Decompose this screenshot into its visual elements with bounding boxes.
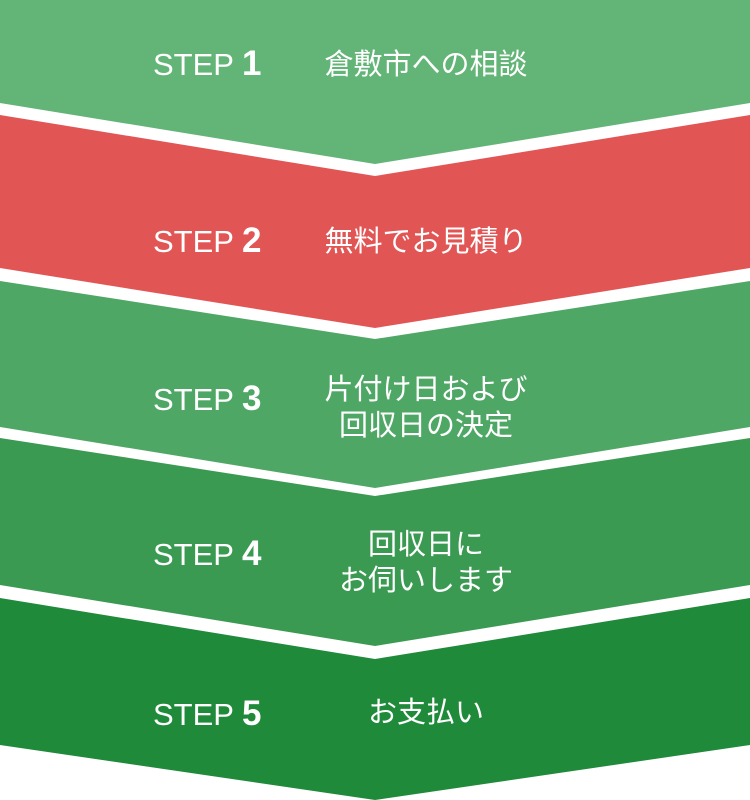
step-1-text: 倉敷市への相談: [324, 47, 528, 81]
step-1-label: STEP 1: [153, 44, 261, 84]
step-3-text: 片付け日および 回収日の決定: [324, 372, 528, 442]
step-5-number: 5: [241, 694, 262, 733]
step-4: STEP 4 回収日に お伺いします: [0, 438, 750, 658]
step-1-chevron-shape: [0, 0, 750, 164]
step-2-label: STEP 2: [153, 221, 261, 261]
step-2: STEP 2 無料でお見積り: [0, 115, 750, 340]
step-3-prefix: STEP: [153, 382, 234, 417]
step-2-number: 2: [241, 221, 262, 260]
step-4-text: 回収日に お伺いします: [338, 527, 513, 597]
step-4-label: STEP 4: [153, 534, 261, 574]
step-3-chevron-shape: [0, 281, 750, 488]
step-5-prefix: STEP: [153, 697, 234, 732]
step-3-label: STEP 3: [153, 379, 261, 419]
step-5-chevron-shape: [0, 598, 750, 800]
step-1: STEP 1 倉敷市への相談: [0, 0, 750, 175]
step-2-text: 無料でお見積り: [324, 224, 528, 258]
step-4-number: 4: [241, 534, 262, 573]
step-4-prefix: STEP: [153, 537, 234, 572]
step-2-chevron-shape: [0, 115, 750, 328]
step-1-prefix: STEP: [153, 47, 234, 82]
step-1-number: 1: [241, 44, 262, 83]
step-5: STEP 5 お支払い: [0, 598, 750, 800]
step-4-chevron-shape: [0, 438, 750, 646]
step-3: STEP 3 片付け日および 回収日の決定: [0, 281, 750, 501]
step-2-prefix: STEP: [153, 224, 234, 259]
step-3-number: 3: [241, 379, 262, 418]
step-5-text: お支払い: [367, 695, 484, 729]
step-5-label: STEP 5: [153, 694, 261, 734]
